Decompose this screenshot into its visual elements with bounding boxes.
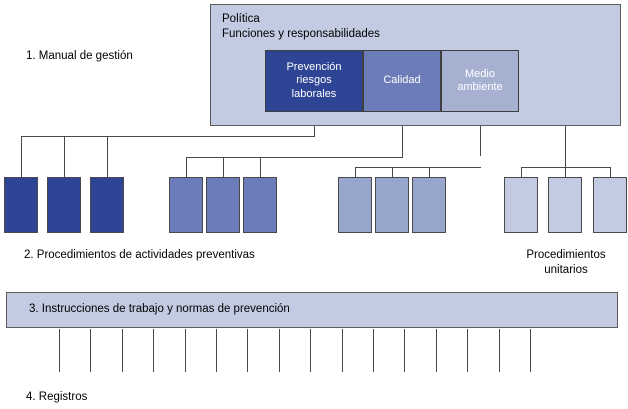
leaf-box-2-2[interactable] xyxy=(206,177,240,233)
leaf-box-2-3[interactable] xyxy=(243,177,277,233)
registro-tick-8 xyxy=(279,329,280,372)
connector-stem-prevencion xyxy=(314,126,315,137)
registro-tick-4 xyxy=(153,329,154,372)
connector-stem-medio-ambiente xyxy=(480,126,481,156)
chip-calidad[interactable]: Calidad xyxy=(363,50,441,112)
registro-tick-7 xyxy=(247,329,248,372)
label-manual-de-gestion: 1. Manual de gestión xyxy=(26,50,133,62)
registro-tick-5 xyxy=(185,329,186,372)
connector-drop-3-1 xyxy=(355,167,356,177)
registro-tick-6 xyxy=(216,329,217,372)
leaf-box-1-1[interactable] xyxy=(4,177,38,233)
leaf-box-3-1[interactable] xyxy=(338,177,372,233)
registro-tick-14 xyxy=(467,329,468,372)
leaf-box-4-3[interactable] xyxy=(593,177,627,233)
connector-drop-1-2 xyxy=(64,136,65,177)
connector-stem-calidad xyxy=(402,126,403,157)
chip-medio-ambiente[interactable]: Medio ambiente xyxy=(441,50,519,112)
connector-trunk-group-1 xyxy=(21,136,315,137)
leaf-box-3-3[interactable] xyxy=(412,177,446,233)
leaf-box-2-1[interactable] xyxy=(169,177,203,233)
registro-tick-13 xyxy=(436,329,437,372)
connector-drop-3-3 xyxy=(429,167,430,177)
connector-trunk-group-3 xyxy=(355,167,481,168)
registro-tick-15 xyxy=(499,329,500,372)
connector-drop-2-1 xyxy=(186,157,187,177)
instructions-bar-label: 3. Instrucciones de trabajo y normas de … xyxy=(29,303,290,315)
connector-trunk-group-2 xyxy=(186,157,403,158)
registro-tick-12 xyxy=(404,329,405,372)
connector-drop-3-2 xyxy=(392,167,393,177)
connector-drop-1-1 xyxy=(21,136,22,177)
label-registros: 4. Registros xyxy=(26,391,88,403)
registro-tick-2 xyxy=(90,329,91,372)
connector-drop-4-2 xyxy=(565,167,566,177)
connector-drop-4-1 xyxy=(521,167,522,177)
connector-drop-4-3 xyxy=(610,167,611,177)
leaf-box-3-2[interactable] xyxy=(375,177,409,233)
connector-drop-2-2 xyxy=(223,157,224,177)
connector-drop-2-3 xyxy=(260,157,261,177)
registro-tick-3 xyxy=(122,329,123,372)
leaf-box-4-1[interactable] xyxy=(504,177,538,233)
instructions-bar: 3. Instrucciones de trabajo y normas de … xyxy=(6,292,618,328)
label-procedimientos-unitarios: Procedimientos unitarios xyxy=(526,249,606,276)
label-procedimientos-actividades-preventivas: 2. Procedimientos de actividades prevent… xyxy=(24,249,255,261)
leaf-box-1-2[interactable] xyxy=(47,177,81,233)
leaf-box-4-2[interactable] xyxy=(548,177,582,233)
registro-tick-1 xyxy=(59,329,60,372)
connector-stem-unitarios xyxy=(565,126,566,167)
registro-tick-10 xyxy=(342,329,343,372)
chip-prevencion-riesgos-laborales[interactable]: Prevención riesgos laborales xyxy=(265,50,363,112)
connector-drop-1-3 xyxy=(107,136,108,177)
registro-tick-9 xyxy=(310,329,311,372)
registro-tick-11 xyxy=(373,329,374,372)
policy-panel-title: Política Funciones y responsabilidades xyxy=(222,13,380,40)
registro-tick-16 xyxy=(530,329,531,372)
leaf-box-1-3[interactable] xyxy=(90,177,124,233)
